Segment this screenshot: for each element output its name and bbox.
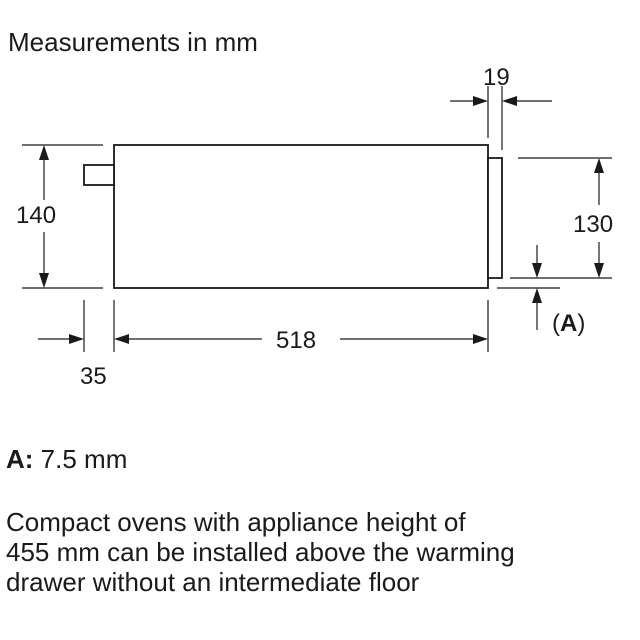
dim-label-a-suffix: ): [577, 310, 585, 337]
note-a-value: 7.5 mm: [40, 444, 128, 474]
front-panel: [487, 157, 503, 279]
arrow-a-up: [532, 288, 542, 303]
arrow-19-left: [502, 96, 517, 106]
arrow-a-down: [532, 263, 542, 278]
note-a: A: 7.5 mm: [6, 444, 127, 474]
appliance-body: [113, 144, 489, 289]
description-line-2: 455 mm can be installed above the warmin…: [6, 537, 515, 567]
dim-label-35: 35: [80, 363, 107, 390]
arrow-130-down: [594, 263, 604, 278]
dim-label-140: 140: [16, 202, 56, 229]
arrow-140-up: [39, 145, 49, 160]
arrow-518-right: [473, 334, 488, 344]
arrow-19-right: [473, 96, 488, 106]
description-line-1: Compact ovens with appliance height of: [6, 507, 466, 537]
page-title: Measurements in mm: [8, 27, 258, 57]
dim-label-19: 19: [483, 64, 510, 91]
description-line-3: drawer without an intermediate floor: [6, 567, 420, 597]
arrow-140-down: [39, 273, 49, 288]
note-a-label: A:: [6, 444, 34, 474]
arrow-35-right: [69, 334, 84, 344]
arrow-130-up: [594, 158, 604, 173]
dim-label-518: 518: [276, 327, 316, 354]
arrow-518-left: [114, 334, 129, 344]
dim-label-a-letter: A: [560, 310, 577, 337]
description: Compact ovens with appliance height of 4…: [6, 507, 634, 597]
dim-label-a: (A): [552, 310, 585, 337]
dim-label-130: 130: [573, 211, 613, 238]
rear-connector: [83, 164, 115, 186]
